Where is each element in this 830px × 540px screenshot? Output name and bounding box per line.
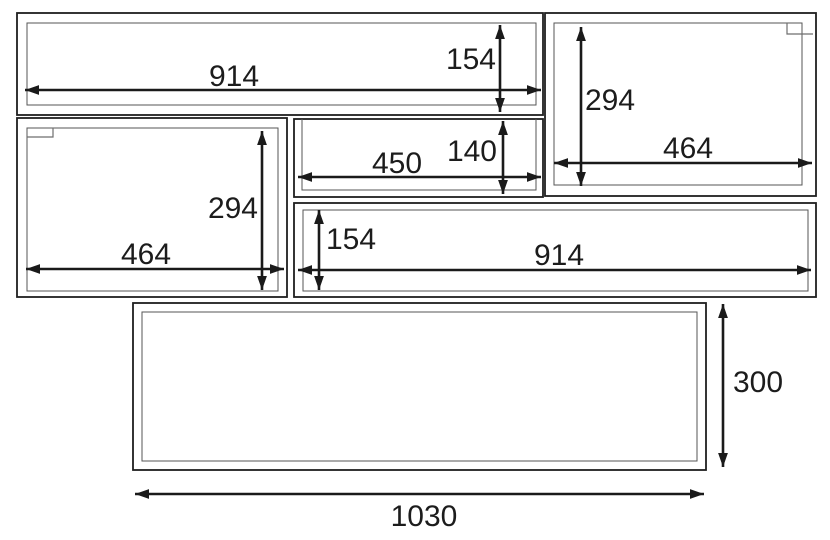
cabinet-bottom-long-outline [293,202,817,298]
dim-middle-left-width: 464 [26,238,284,274]
dim-label-floor-unit-height: 300 [733,366,783,399]
dim-label-middle-left-height: 294 [208,192,258,225]
dim-floor-unit-width: 1030 [135,489,704,533]
floor-unit-outline [132,302,707,471]
dim-label-bottom-long-height: 154 [326,223,376,256]
dim-label-top-right-width: 464 [663,132,713,165]
dim-bottom-long-height: 154 [314,210,376,290]
dim-label-top-left-height: 154 [446,43,496,76]
dim-label-center-shelf-width: 450 [372,147,422,180]
dim-label-top-left-width: 914 [209,60,259,93]
dim-floor-unit-height: 300 [718,304,783,467]
dim-bottom-long-width: 914 [298,239,811,275]
dim-top-right-width: 464 [554,132,812,168]
dim-label-center-shelf-height: 140 [447,135,497,168]
dim-label-floor-unit-width: 1030 [391,500,458,533]
dim-label-top-right-height: 294 [585,84,635,117]
dim-top-left-width: 914 [25,60,541,95]
hinge-notch-icon-middle-left [27,128,54,138]
dim-center-shelf-height: 140 [447,121,508,194]
dim-top-left-height: 154 [446,25,505,112]
dim-label-bottom-long-width: 914 [534,239,584,272]
cabinet-top-left-outline [16,12,544,116]
dim-label-middle-left-width: 464 [121,238,171,271]
hinge-notch-icon-top-right [786,23,813,35]
dim-middle-left-height: 294 [208,131,267,290]
